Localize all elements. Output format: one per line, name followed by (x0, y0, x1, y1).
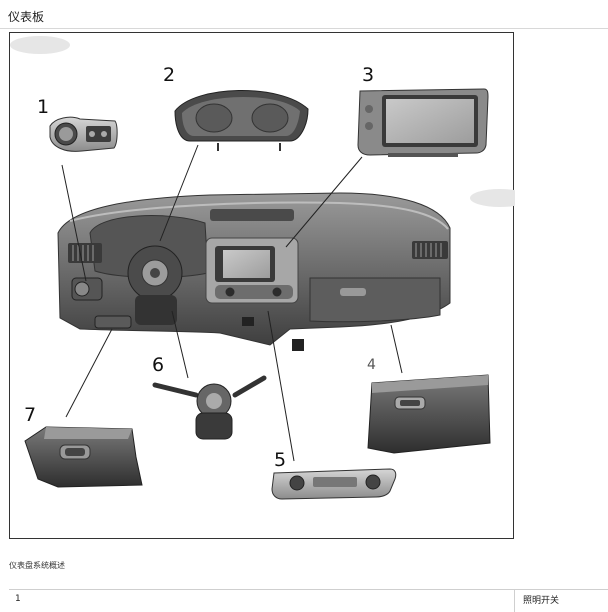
smudge (10, 36, 70, 54)
part-3-display-unit (357, 88, 489, 157)
part-2-instrument-cluster (174, 90, 309, 151)
legend-row-label: 照明开关 (523, 596, 560, 606)
main-dashboard (57, 192, 451, 351)
dashboard-illustration: 1 2 3 4 5 6 7 (9, 32, 515, 539)
part-7-lower-storage (24, 426, 143, 488)
legend-row-number: 1 (15, 594, 21, 604)
figure-caption: 仪表盘系统概述 (9, 561, 65, 570)
callout-4: 4 (367, 357, 376, 373)
legend-column-divider (514, 590, 515, 612)
smudge (470, 189, 515, 207)
part-6-steering-switches (152, 375, 267, 440)
callout-2: 2 (163, 64, 175, 86)
callout-6: 6 (152, 354, 164, 376)
part-1-light-switch (49, 116, 118, 152)
callout-3: 3 (362, 64, 374, 86)
part-5-ac-controls (271, 468, 397, 500)
part-4-glove-box (367, 374, 491, 454)
callout-5: 5 (274, 449, 286, 471)
callout-1: 1 (37, 96, 49, 118)
legend-table: 1 照明开关 (9, 589, 608, 612)
leader-lines (61, 144, 403, 462)
heading-divider (0, 28, 608, 29)
dashboard-drawing: 1 2 3 4 5 6 7 (10, 36, 515, 500)
callout-7: 7 (24, 404, 36, 426)
page-heading: 仪表板 (8, 10, 45, 24)
